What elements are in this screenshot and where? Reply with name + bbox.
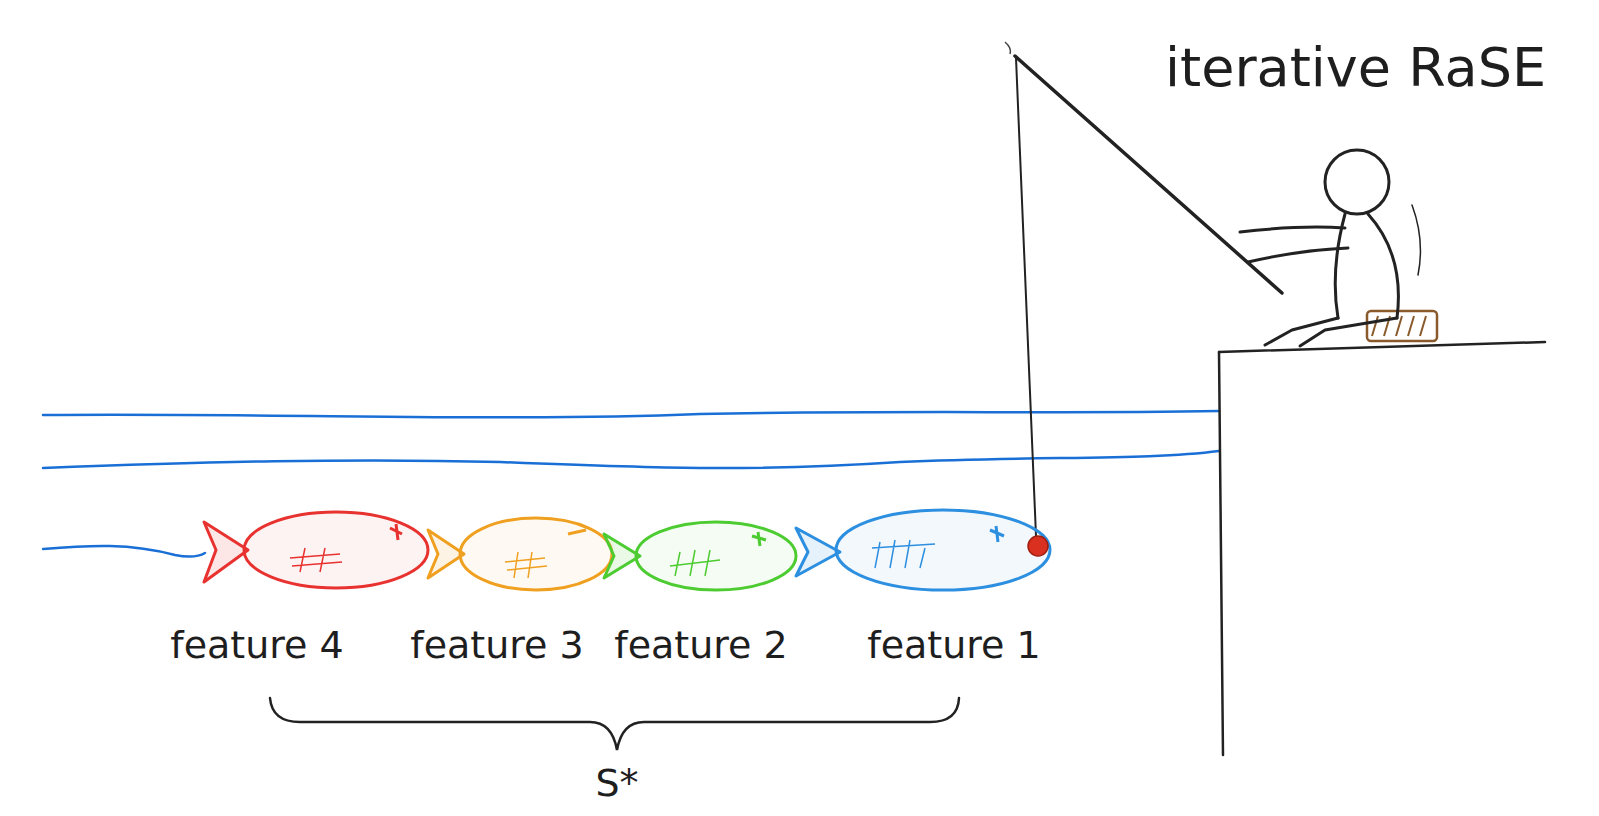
- back: [1368, 214, 1398, 318]
- front: [1335, 214, 1345, 318]
- pier-wall: [1219, 352, 1223, 755]
- arm: [1248, 248, 1348, 262]
- bait: [1028, 536, 1048, 556]
- feature-label: feature 2: [614, 625, 787, 667]
- fish-tail: [204, 522, 248, 582]
- fish-eye: [568, 530, 586, 534]
- fish-tail: [796, 528, 840, 576]
- leg: [1300, 318, 1397, 346]
- set-symbol: S*: [595, 763, 638, 805]
- fish-body: [636, 522, 796, 590]
- water-line: [43, 451, 1219, 468]
- fish-eye: [752, 532, 766, 546]
- fish-eye: [990, 526, 1004, 542]
- water-line: [43, 546, 205, 557]
- feature-label: feature 3: [410, 625, 583, 667]
- red-fish: [204, 512, 428, 588]
- feature-label: feature 1: [867, 625, 1040, 667]
- seat-box: [1367, 311, 1437, 341]
- fish-hatching: [872, 540, 935, 568]
- fishing-line: [1016, 58, 1036, 536]
- pier: [1219, 342, 1545, 755]
- sketch-stroke: [1412, 205, 1420, 275]
- fish-eye: [390, 524, 402, 540]
- fish-body: [836, 510, 1050, 590]
- rod-tip: [1005, 42, 1010, 54]
- fish-tail: [604, 534, 640, 578]
- fisher-figure: [1240, 150, 1420, 346]
- box-hatching: [1372, 316, 1426, 336]
- leg: [1265, 318, 1338, 345]
- blue-fish: [796, 510, 1050, 590]
- title: iterative RaSE: [1165, 38, 1546, 97]
- head: [1325, 150, 1389, 214]
- orange-fish: [428, 518, 612, 590]
- water-line: [43, 411, 1219, 417]
- arm: [1240, 227, 1345, 232]
- feature-label: feature 4: [170, 625, 343, 667]
- fish-hatching: [290, 548, 342, 572]
- fish-hatching: [670, 550, 720, 576]
- fish-tail: [428, 530, 464, 578]
- fish-body: [244, 512, 428, 588]
- green-fish: [604, 522, 796, 590]
- fish-hatching: [505, 552, 547, 578]
- fish-body: [460, 518, 612, 590]
- curly-brace: [270, 698, 959, 750]
- box-outline: [1367, 311, 1437, 341]
